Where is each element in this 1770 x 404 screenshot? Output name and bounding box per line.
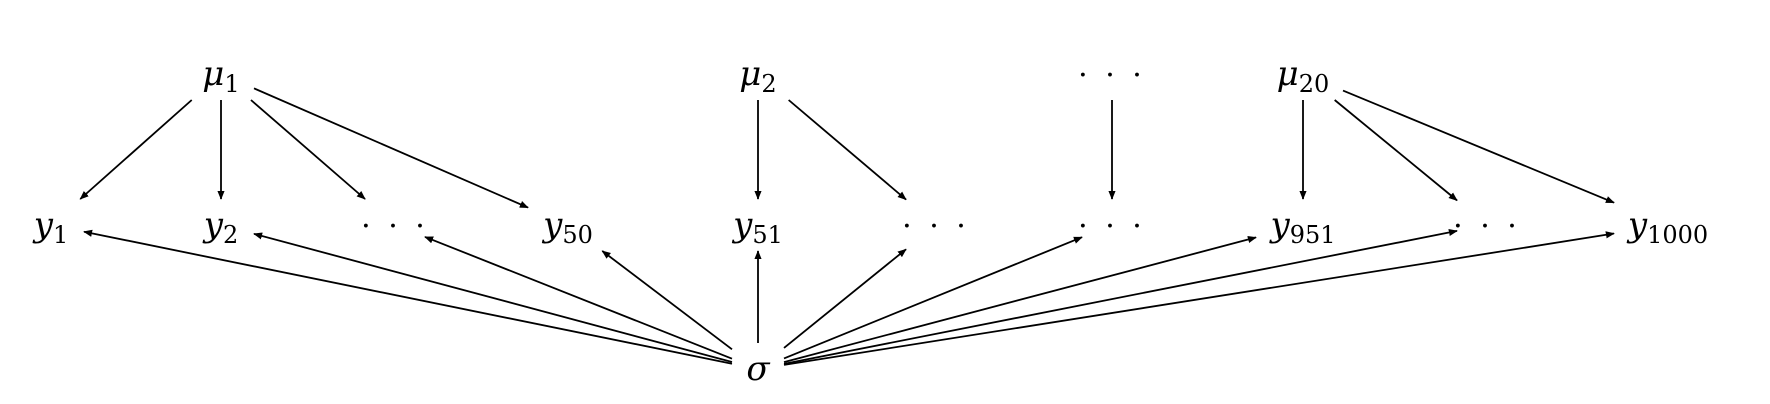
node-y51: y51 — [731, 205, 783, 249]
node-subscript: 50 — [562, 221, 593, 249]
edge-sigma-to-ydots3 — [783, 236, 1083, 360]
node-y1000: y1000 — [1626, 205, 1708, 249]
node-ydots2: · · · — [902, 209, 970, 244]
node-mu2: μ2 — [739, 54, 776, 98]
node-symbol: μ — [202, 54, 224, 94]
edge-sigma-to-y2 — [253, 232, 733, 363]
edge-mu20-to-y1000 — [1342, 89, 1615, 204]
edges — [79, 87, 1615, 366]
edge-sigma-to-ydots1 — [424, 236, 733, 360]
node-mudots: · · · — [1078, 58, 1146, 93]
edge-mu2-to-ydots2 — [788, 99, 907, 201]
edge-mu1-to-y1 — [79, 99, 193, 200]
node-mu20: μ20 — [1277, 54, 1330, 98]
node-symbol: y — [541, 205, 563, 245]
node-symbol: σ — [746, 349, 770, 389]
node-subscript: 2 — [223, 221, 238, 249]
node-ydots3: · · · — [1078, 209, 1146, 244]
edge-sigma-to-y1000 — [783, 231, 1615, 366]
edge-sigma-to-y50 — [601, 250, 733, 351]
node-symbol: y — [202, 205, 224, 245]
node-ydots1: · · · — [361, 209, 429, 244]
node-subscript: 51 — [752, 221, 783, 249]
node-y1: y1 — [32, 205, 69, 249]
node-subscript: 1 — [224, 70, 239, 98]
node-y50: y50 — [541, 205, 593, 249]
node-symbol: · · · — [1078, 209, 1146, 244]
edge-mu1-to-y50 — [253, 87, 529, 209]
edge-sigma-to-y1 — [83, 229, 733, 365]
node-subscript: 2 — [761, 70, 776, 98]
node-subscript: 951 — [1290, 221, 1336, 249]
node-symbol: y — [1268, 205, 1290, 245]
node-y951: y951 — [1268, 205, 1335, 249]
node-symbol: y — [1626, 205, 1648, 245]
node-subscript: 1 — [53, 221, 68, 249]
edge-sigma-to-ydots2 — [783, 248, 907, 349]
node-symbol: y — [731, 205, 753, 245]
node-symbol: · · · — [1453, 209, 1521, 244]
node-subscript: 20 — [1299, 70, 1330, 98]
node-subscript: 1000 — [1647, 221, 1708, 249]
node-symbol: · · · — [361, 209, 429, 244]
node-ydots4: · · · — [1453, 209, 1521, 244]
node-mu1: μ1 — [202, 54, 239, 98]
node-symbol: μ — [739, 54, 761, 94]
node-symbol: · · · — [1078, 58, 1146, 93]
edge-mu1-to-ydots1 — [250, 99, 366, 200]
node-symbol: · · · — [902, 209, 970, 244]
edge-sigma-to-y951 — [783, 236, 1257, 364]
node-y2: y2 — [202, 205, 239, 249]
node-sigma: σ — [746, 349, 770, 389]
edge-sigma-to-ydots4 — [783, 228, 1458, 365]
edge-mu20-to-ydots4 — [1334, 99, 1458, 202]
node-symbol: μ — [1277, 54, 1299, 94]
node-symbol: y — [32, 205, 54, 245]
